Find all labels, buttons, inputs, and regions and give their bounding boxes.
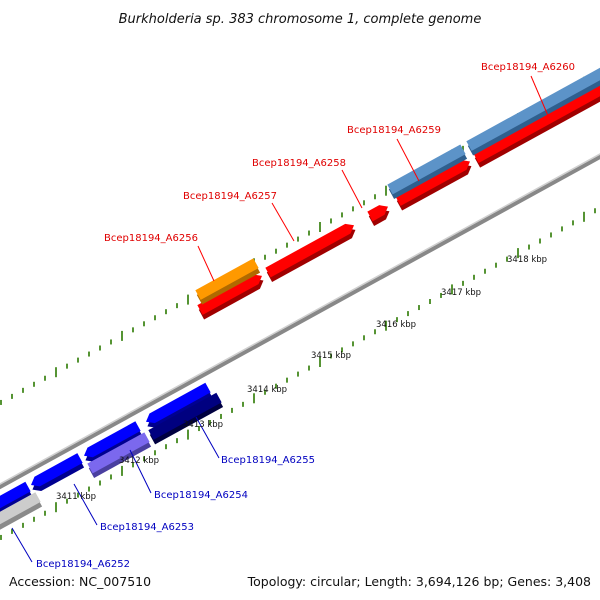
gene-a6252-bar-body — [0, 481, 31, 509]
tick-label-3416: 3416 kbp — [376, 320, 416, 330]
callout-line — [197, 245, 215, 282]
gene-a6257-bar-body — [265, 223, 354, 278]
callout-line — [530, 75, 550, 119]
gene-a6252-bar — [0, 481, 33, 514]
gene-purple-bar — [87, 432, 152, 478]
gene-a6258-bar-body — [367, 205, 388, 222]
gene-label-a6254[interactable]: Bcep18194_A6254 — [154, 490, 248, 501]
callout-line — [271, 202, 295, 242]
gene-features — [0, 67, 600, 530]
genome-backbone — [0, 153, 600, 490]
gene-a6255-bar-body — [146, 382, 211, 424]
gene-navy-bar-body — [148, 392, 222, 440]
gene-a6253-bar — [31, 453, 85, 492]
tick-label-3413: 3413 kbp — [183, 420, 223, 430]
gene-callouts — [11, 75, 550, 563]
gene-a6255-bar — [146, 382, 213, 428]
tick-label-3417: 3417 kbp — [441, 288, 481, 298]
backbone-line — [0, 153, 600, 485]
gene-orange-bar — [195, 258, 261, 305]
ruler-lower — [0, 208, 596, 540]
gene-purple-bar-body — [87, 432, 150, 474]
gene-steel-1 — [387, 144, 468, 199]
accession-text: Accession: NC_007510 — [9, 574, 151, 589]
gene-a6254-bar-body — [84, 421, 141, 458]
gene-grey-bar — [0, 492, 43, 530]
gene-steel-2 — [466, 67, 600, 156]
tick-label-3415: 3415 kbp — [311, 351, 351, 361]
gene-orange-bar-body — [195, 258, 259, 300]
callout-line — [129, 449, 152, 494]
gene-a6260-bar-body — [473, 83, 600, 164]
gene-label-a6257[interactable]: Bcep18194_A6257 — [183, 191, 277, 202]
callout-line — [396, 138, 420, 182]
backbone-line — [0, 154, 600, 490]
gene-label-a6253[interactable]: Bcep18194_A6253 — [100, 522, 194, 533]
gene-steel-2-body — [466, 67, 600, 151]
callout-line — [341, 169, 363, 209]
gene-label-a6258[interactable]: Bcep18194_A6258 — [252, 158, 346, 169]
gene-label-a6260[interactable]: Bcep18194_A6260 — [481, 62, 575, 73]
gene-a6256-bar-body — [197, 274, 262, 315]
callout-line — [73, 483, 98, 526]
map-title: Burkholderia sp. 383 chromosome 1, compl… — [119, 12, 482, 27]
callout-line — [195, 416, 220, 459]
tick-label-3418: 3418 kbp — [507, 255, 547, 265]
gene-navy-bar — [148, 392, 224, 445]
gene-a6260-bar — [473, 83, 600, 168]
gene-label-a6259[interactable]: Bcep18194_A6259 — [347, 125, 441, 136]
tick-label-3412: 3412 kbp — [119, 456, 159, 466]
gene-a6254-bar — [84, 421, 143, 462]
gene-steel-1-body — [387, 144, 466, 195]
genome-summary-text: Topology: circular; Length: 3,694,126 bp… — [247, 574, 591, 589]
gene-a6256-bar — [197, 274, 264, 320]
callout-line — [11, 527, 33, 563]
gene-a6259-bar-body — [395, 160, 470, 206]
tick-label-3411: 3411 kbp — [56, 492, 96, 502]
gene-a6257-bar — [265, 223, 356, 283]
gene-label-a6255[interactable]: Bcep18194_A6255 — [221, 455, 315, 466]
gene-grey-bar-body — [0, 492, 41, 525]
gene-label-a6252[interactable]: Bcep18194_A6252 — [36, 559, 130, 570]
gene-a6253-bar-body — [31, 453, 83, 487]
gene-a6259-bar — [395, 160, 472, 211]
tick-label-3414: 3414 kbp — [247, 385, 287, 395]
gene-label-a6256[interactable]: Bcep18194_A6256 — [104, 233, 198, 244]
gene-a6258-bar — [367, 205, 390, 226]
